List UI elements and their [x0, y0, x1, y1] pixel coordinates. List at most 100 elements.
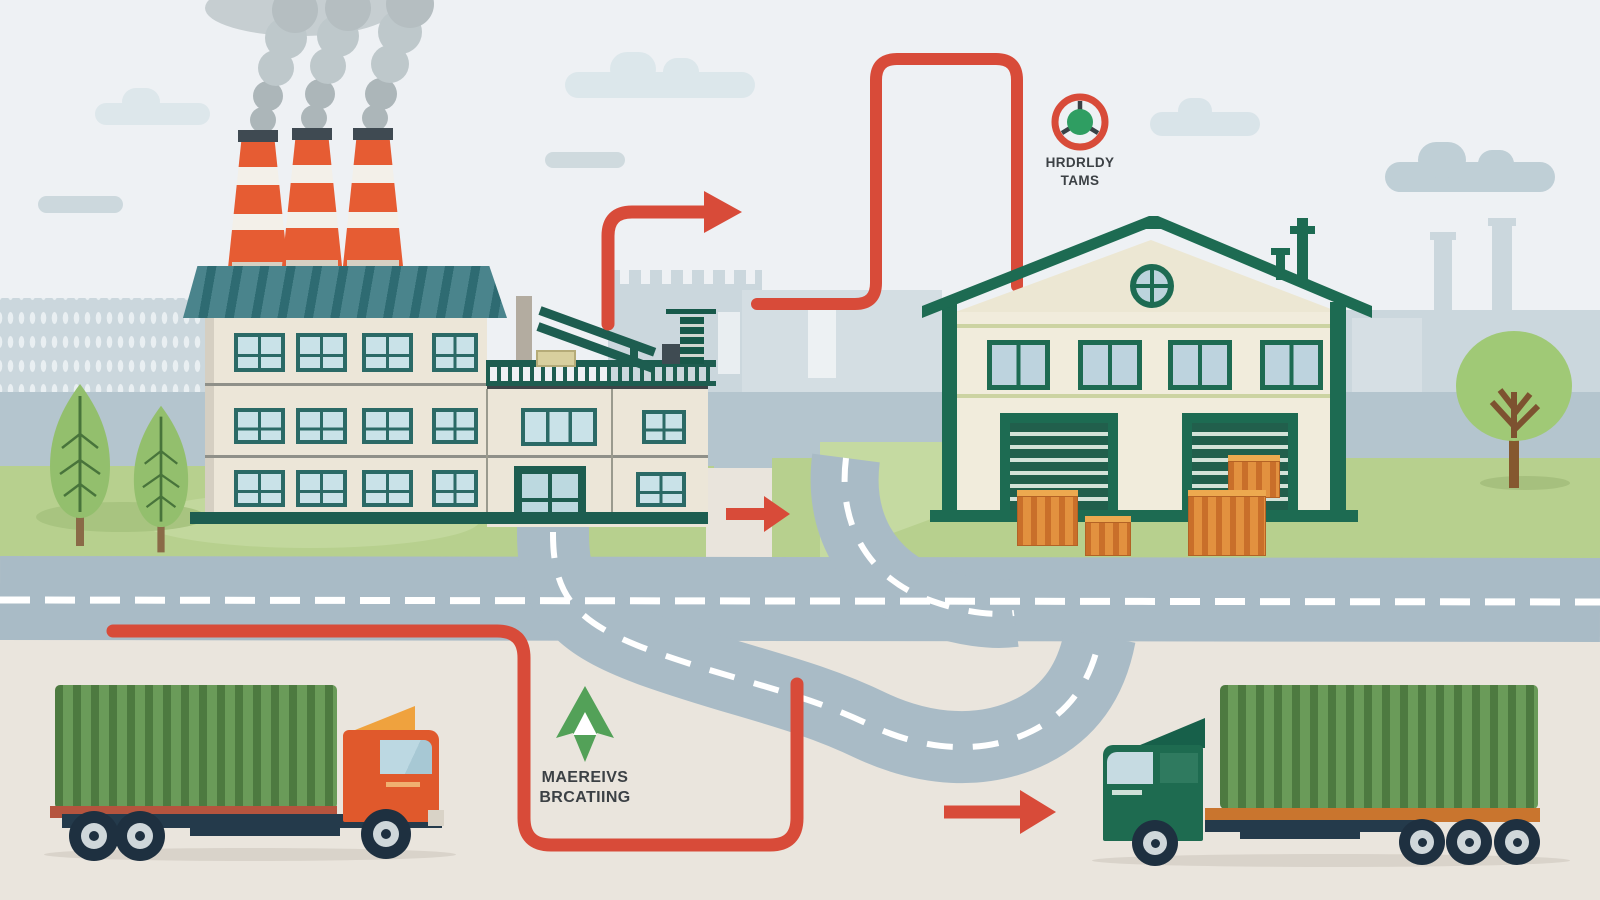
chimney-cap — [292, 128, 332, 140]
roof-pipe-cap — [1290, 226, 1315, 234]
roof-pipe — [1276, 252, 1285, 280]
factory-window — [362, 408, 413, 444]
materials-label-line1: MAEREIVS — [541, 769, 629, 786]
conveyor-support — [630, 345, 638, 363]
materials-label-line2: BRCATIING — [539, 789, 631, 806]
background-plant-silhouette-light — [1352, 318, 1422, 398]
truck-wheel — [1132, 820, 1178, 866]
truck-subframe — [190, 828, 340, 836]
pointed-tree — [50, 384, 110, 546]
flow-arrow-from-factory — [601, 191, 742, 331]
warehouse-pilaster — [1330, 302, 1346, 520]
wall-divider — [611, 389, 613, 524]
flow-arrow-to-truck — [944, 790, 1056, 834]
factory-window — [636, 472, 686, 507]
silhouette-chimney-cap — [1430, 232, 1456, 240]
background-chimney-small — [516, 296, 532, 360]
cab-handle — [386, 782, 420, 787]
factory-window — [296, 333, 347, 372]
warehouse-window — [1168, 340, 1232, 390]
warehouse-window — [1260, 340, 1323, 390]
factory-window — [296, 470, 347, 507]
round-tree — [1456, 331, 1572, 488]
chimney-pedestal — [286, 260, 338, 270]
truck-wheel — [115, 811, 165, 861]
truck-wheel — [69, 811, 119, 861]
factory-window — [432, 470, 478, 507]
hub-label: HRDRLDY TAMS — [1020, 154, 1140, 190]
background-factory-silhouette-teeth — [608, 270, 762, 286]
factory-window — [642, 410, 686, 444]
cloud — [38, 196, 123, 213]
truck-container — [1220, 685, 1538, 809]
main-road-dashes — [0, 596, 1600, 606]
cloud — [1478, 150, 1514, 178]
truck-container — [55, 685, 337, 809]
cloud — [1178, 98, 1212, 124]
equipment-box — [662, 344, 680, 364]
rooftop-crate — [536, 350, 576, 367]
chimney-cap — [353, 128, 393, 140]
factory-window — [296, 408, 347, 444]
factory-road-dashes — [550, 486, 1103, 751]
warehouse-window — [987, 340, 1050, 390]
flow-line-loop — [751, 53, 1023, 310]
factory-window-triple — [521, 408, 597, 446]
warehouse-trim-line — [952, 324, 1343, 328]
wall-divider — [486, 389, 488, 524]
truck-wheel — [1446, 819, 1492, 865]
front-bumper — [428, 810, 444, 826]
cloud — [1385, 162, 1555, 192]
warehouse-pilaster — [942, 300, 957, 520]
factory-window — [234, 470, 285, 507]
round-window — [1130, 264, 1174, 308]
background-building-silhouette — [0, 298, 205, 395]
floor-line — [205, 455, 708, 458]
roof-pipe-cap — [1271, 248, 1290, 255]
warehouse-trim-line — [952, 394, 1343, 398]
flow-arrow-to-road — [726, 496, 790, 532]
tower-crossbar — [666, 309, 716, 314]
materials-label: MAEREIVS BRCATIING — [515, 768, 655, 808]
chimney-pedestal — [347, 260, 399, 270]
truck-wheel — [1399, 819, 1445, 865]
hub-label-line2: TAMS — [1060, 173, 1100, 188]
lattice-tower — [680, 316, 704, 364]
cab-window — [1107, 752, 1153, 784]
factory-roof — [182, 266, 508, 318]
cloud — [122, 88, 160, 116]
factory-window — [432, 408, 478, 444]
target-wheel-icon — [1051, 93, 1109, 151]
flow-line-bottom — [106, 624, 804, 852]
cargo-crate — [1017, 490, 1078, 546]
factory-window — [362, 470, 413, 507]
cargo-crate — [1188, 490, 1266, 556]
cab-handle — [1112, 790, 1142, 795]
floor-line — [205, 383, 487, 386]
truck-shadow — [1092, 854, 1570, 867]
truck-flatbed — [1205, 808, 1540, 822]
silhouette-chimney — [1434, 238, 1452, 312]
cloud — [663, 58, 699, 86]
chimney-smoke — [205, 0, 434, 133]
silhouette-chimney-cap — [1488, 218, 1516, 226]
silhouette-chimney — [1492, 224, 1512, 312]
cloud — [610, 52, 656, 86]
factory-window — [234, 333, 285, 372]
silhouette-door — [718, 312, 740, 374]
hub-label-line1: HRDRLDY — [1045, 155, 1115, 170]
chimney-cap — [238, 130, 278, 142]
cloud — [1418, 142, 1466, 178]
cargo-crate — [1085, 516, 1131, 556]
tree-shadow — [1480, 476, 1570, 490]
factory-wall-shade — [205, 315, 214, 524]
down-arrow-icon — [556, 686, 614, 762]
silhouette-door — [808, 308, 836, 378]
truck-wheel — [1494, 819, 1540, 865]
pointed-tree — [133, 405, 189, 553]
cab-window — [380, 740, 432, 774]
factory-window — [234, 408, 285, 444]
rooftop-railing — [486, 360, 716, 386]
